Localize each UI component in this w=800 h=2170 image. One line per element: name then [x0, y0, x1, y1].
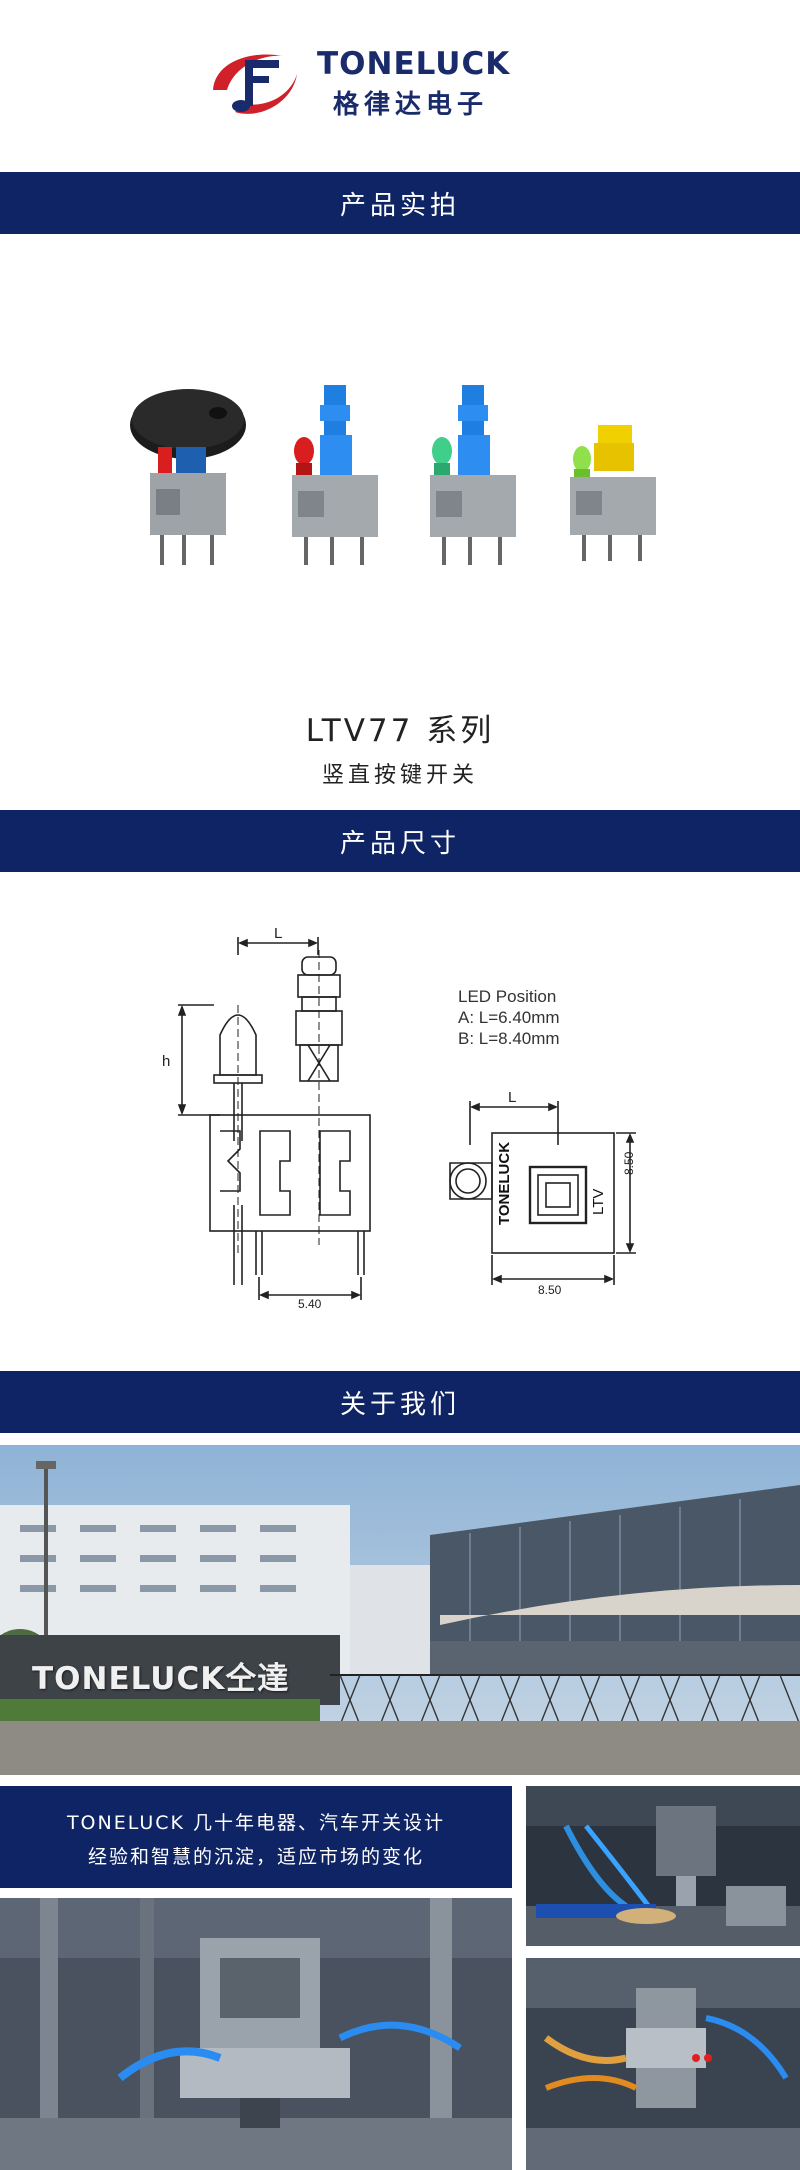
led-position-b: B: L=8.40mm	[458, 1029, 560, 1048]
machine-photo-1	[526, 1786, 800, 1946]
section-title-about: 关于我们	[0, 1371, 800, 1433]
section-title-photos: 产品实拍	[0, 172, 800, 234]
section-title-size: 产品尺寸	[0, 810, 800, 872]
machine-photo-2	[0, 1898, 512, 2170]
product-series: LTV77 系列	[305, 713, 495, 749]
intro-line-1: TONELUCK 几十年电器、汽车开关设计	[66, 1812, 446, 1834]
product-photo	[0, 235, 800, 705]
factory-sign-text: TONELUCK仝達	[32, 1661, 290, 1697]
brand-logo: TONELUCK 格律达电子	[205, 42, 535, 122]
dim-label-L: L	[274, 925, 283, 942]
factory-photo: TONELUCK仝達	[0, 1445, 800, 1775]
top-view-model: LTV	[590, 1188, 607, 1215]
brand-name-en: TONELUCK	[317, 46, 511, 82]
intro-line-2: 经验和智慧的沉淀，适应市场的变化	[87, 1846, 424, 1868]
switch-black-cap	[130, 389, 246, 565]
dim-label-L-top: L	[508, 1089, 517, 1106]
product-subtitle: 竖直按键开关	[321, 763, 478, 788]
dim-label-540: 5.40	[298, 1297, 322, 1311]
led-position-a: A: L=6.40mm	[458, 1008, 560, 1027]
logo-mark-icon	[213, 54, 297, 114]
top-view-brand: TONELUCK	[496, 1141, 513, 1225]
dim-label-h: h	[162, 1053, 171, 1070]
dim-label-850-height: 8.50	[622, 1151, 636, 1175]
led-position-note: LED Position A: L=6.40mm B: L=8.40mm	[458, 986, 560, 1049]
company-intro: TONELUCK 几十年电器、汽车开关设计 经验和智慧的沉淀，适应市场的变化	[0, 1786, 512, 1888]
dimension-drawing: L h 5.40 L 8.50 8.50 TONELUCK LTV	[150, 905, 670, 1345]
side-view	[177, 937, 371, 1300]
dim-label-850-width: 8.50	[538, 1283, 562, 1297]
top-view	[449, 1101, 636, 1285]
led-position-title: LED Position	[458, 987, 557, 1006]
switch-blue-green	[430, 385, 516, 565]
switch-yellow	[570, 425, 656, 561]
brand-name-cn: 格律达电子	[333, 90, 489, 120]
machine-photo-3	[526, 1958, 800, 2170]
switch-blue-red	[292, 385, 378, 565]
